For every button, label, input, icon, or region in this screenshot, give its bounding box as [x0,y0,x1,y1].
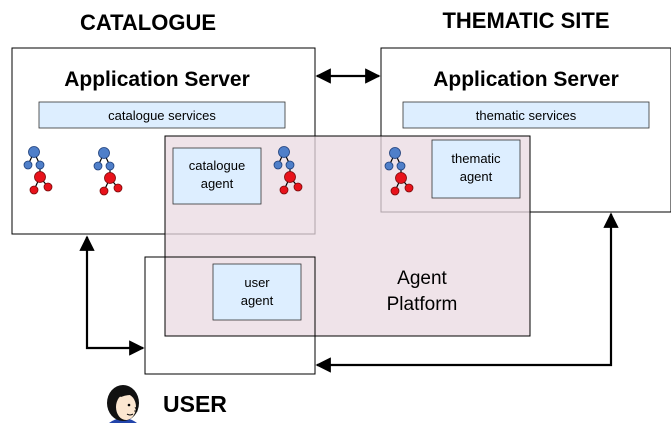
thematic-agent-label-line2: agent [460,169,493,184]
thematic-services-label: thematic services [476,108,577,123]
catalogue-heading: CATALOGUE [80,10,216,35]
thematic-user-connector [315,212,619,373]
thematic-server-title: Application Server [433,68,619,91]
user-heading: USER [163,391,227,417]
agent-platform-label-line1: Agent [397,268,447,289]
user-face-icon [107,385,139,423]
catalogue-agent-label-line1: catalogue [189,158,245,173]
catalogue-user-connector [79,235,145,356]
user-agent-label-line1: user [244,275,270,290]
user-agent-box [212,263,302,321]
catalogue-agent-label-line2: agent [201,176,234,191]
user-agent-label-line2: agent [241,293,274,308]
thematic-site-heading: THEMATIC SITE [442,8,609,33]
catalogue-server-title: Application Server [64,68,250,91]
catalogue-agent-box [172,147,262,205]
user-box [144,256,316,375]
agent-platform-label-line2: Platform [387,294,458,315]
thematic-agent-box [431,139,521,199]
thematic-services-box [402,101,650,129]
thematic-agent-label-line1: thematic [451,151,501,166]
catalogue-services-label: catalogue services [108,108,216,123]
catalogue-services-box [38,101,286,129]
